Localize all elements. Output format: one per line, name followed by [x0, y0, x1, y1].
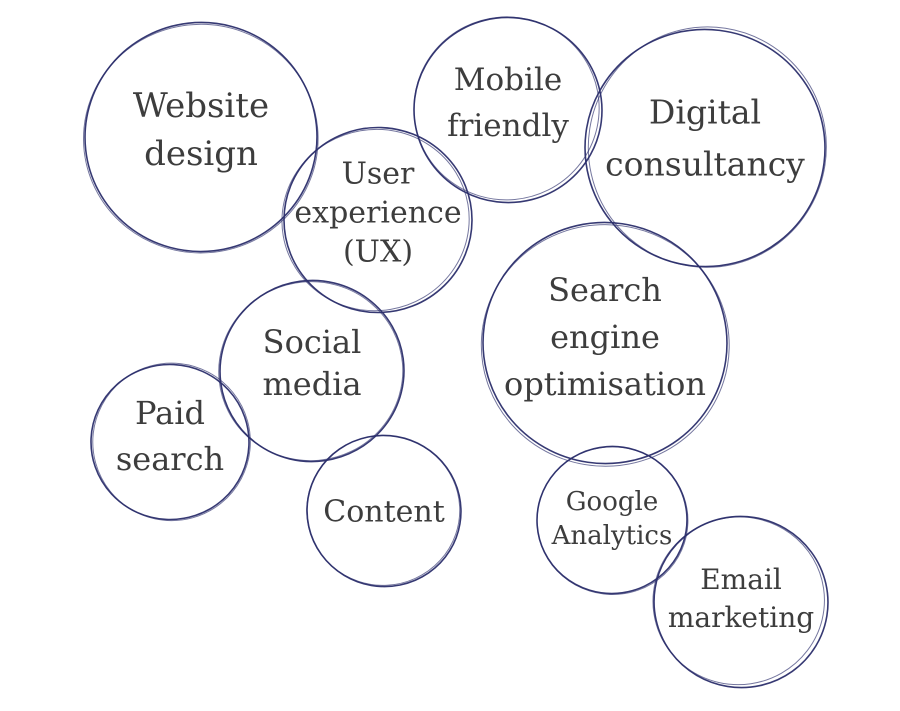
bubble-email-marketing: Email marketing: [652, 515, 829, 689]
bubble-label-line: Digital: [649, 93, 761, 132]
bubble-social-media: Social media: [218, 279, 405, 463]
bubble-label-line: Analytics: [551, 521, 673, 551]
bubble-user-experience: User experience (UX): [281, 126, 473, 314]
bubble-label-line: search: [116, 440, 224, 478]
bubble-label-line: marketing: [668, 601, 814, 634]
bubble-ring: [480, 224, 730, 467]
bubble-label-line: Website: [133, 86, 269, 126]
bubble-label-line: Email: [700, 563, 782, 596]
bubble-ring: [83, 23, 319, 254]
bubble-label-line: media: [262, 365, 361, 403]
bubble-label-line: design: [144, 134, 258, 174]
bubble-ring: [84, 21, 318, 253]
bubble-ring: [281, 128, 470, 312]
bubble-label-line: Mobile: [454, 62, 562, 98]
bubble-ring: [536, 445, 688, 595]
bubble-ring: [584, 28, 826, 268]
bubble-mobile-friendly: Mobile friendly: [413, 16, 603, 204]
bubble-label-line: friendly: [447, 108, 569, 144]
bubble-website-design: Website design: [83, 21, 319, 254]
bubble-ring: [283, 126, 473, 314]
bubble-label-line: (UX): [343, 235, 413, 270]
bubble-ring: [536, 446, 689, 595]
bubble-label-line: engine: [550, 318, 660, 356]
bubble-ring: [92, 362, 251, 522]
bubble-content: Content: [306, 434, 462, 588]
bubble-label-line: Social: [263, 323, 362, 361]
bubble-ring: [653, 515, 829, 689]
bubble-search-engine-optimisation: Search engine optimisation: [480, 221, 730, 467]
bubble-paid-search: Paid search: [90, 362, 251, 522]
bubble-label-line: experience: [294, 196, 461, 231]
bubble-label-line: consultancy: [605, 145, 805, 184]
bubble-label-line: Google: [566, 487, 658, 517]
bubble-label-line: Paid: [135, 394, 205, 432]
bubble-ring: [413, 16, 600, 201]
bubble-ring: [587, 26, 827, 268]
bubble-label-line: Search: [548, 271, 662, 309]
bubble-ring: [306, 435, 461, 586]
bubble-ring: [482, 221, 728, 465]
bubble-label-line: optimisation: [504, 365, 706, 403]
bubble-ring: [652, 516, 825, 686]
bubble-ring: [90, 363, 250, 521]
bubble-label-line: User: [342, 157, 415, 192]
bubble-label-line: Content: [323, 495, 445, 530]
bubble-digital-consultancy: Digital consultancy: [584, 26, 827, 268]
